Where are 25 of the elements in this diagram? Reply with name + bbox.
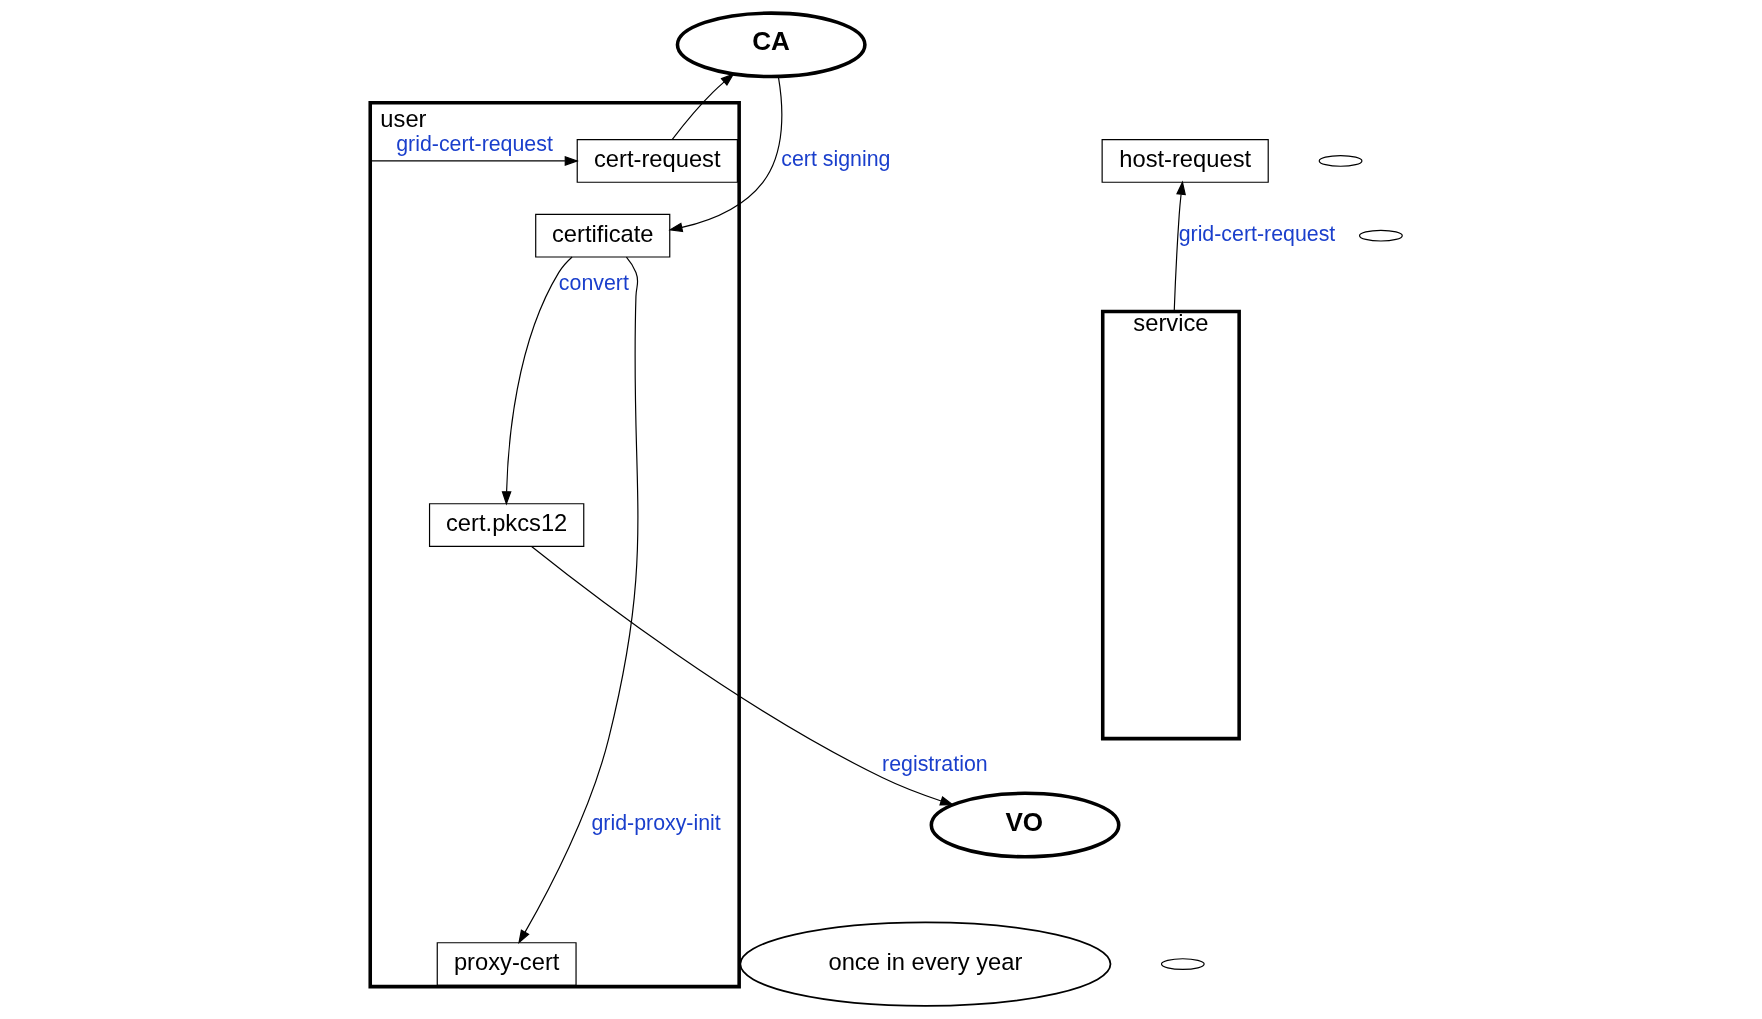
node-box: service bbox=[1100, 309, 1241, 741]
node-ellipse bbox=[1318, 155, 1362, 167]
arrow bbox=[1173, 180, 1186, 313]
node-box: certificate bbox=[534, 213, 670, 258]
arrow bbox=[517, 256, 638, 945]
arrow bbox=[667, 76, 782, 233]
edge-label: cert signing bbox=[780, 147, 890, 172]
arrow bbox=[671, 73, 735, 141]
edge-label: grid-cert-request bbox=[395, 131, 553, 156]
node-ellipse: VO bbox=[929, 791, 1121, 859]
node-ellipse: CA bbox=[675, 11, 867, 79]
node-box: cert-request bbox=[576, 138, 738, 183]
arrow bbox=[370, 155, 579, 166]
edge-label: grid-proxy-init bbox=[590, 811, 721, 836]
arrow bbox=[501, 256, 573, 506]
edge-label: grid-cert-request bbox=[1178, 221, 1335, 246]
edge-label: convert bbox=[558, 270, 629, 295]
arrow bbox=[530, 546, 954, 806]
node-box: host-request bbox=[1101, 138, 1269, 183]
node-box: cert.pkcs12 bbox=[428, 503, 584, 548]
node-box: proxy-cert bbox=[436, 942, 577, 987]
node-ellipse bbox=[1160, 958, 1205, 971]
node-ellipse: once in every year bbox=[738, 921, 1111, 1007]
node-ellipse bbox=[1358, 229, 1403, 242]
edge-label: registration bbox=[881, 752, 988, 777]
